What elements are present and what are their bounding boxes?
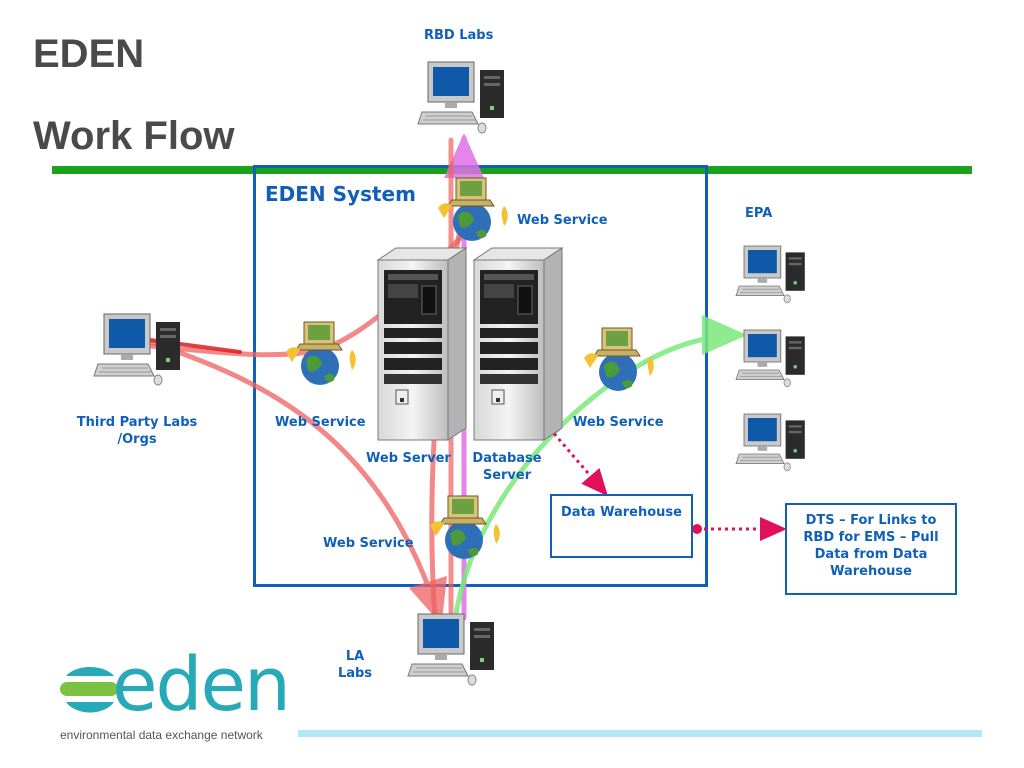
green-header-rule bbox=[52, 166, 972, 174]
web-server-label: Web Server bbox=[366, 451, 451, 466]
epa-computer-3-icon bbox=[735, 413, 806, 472]
epa-label: EPA bbox=[745, 206, 773, 221]
database-server-label: Database Server bbox=[472, 451, 542, 483]
dts-box: DTS – For Links to RBD for EMS – Pull Da… bbox=[785, 503, 957, 595]
web-service-bottom-label: Web Service bbox=[323, 536, 414, 551]
la-labs-computer-icon bbox=[407, 613, 495, 686]
third-party-label: Third Party Labs /Orgs bbox=[76, 415, 198, 447]
database-server-icon bbox=[473, 247, 563, 441]
slide-title-line2: Work Flow bbox=[33, 114, 235, 158]
web-service-top-icon bbox=[437, 177, 509, 242]
epa-computer-1-icon bbox=[735, 245, 806, 304]
rbd-labs-computer-icon bbox=[417, 61, 505, 134]
web-service-right-label: Web Service bbox=[573, 415, 664, 430]
light-blue-footer-rule bbox=[298, 730, 982, 737]
third-party-computer-icon bbox=[93, 313, 181, 386]
web-service-left-label: Web Service bbox=[275, 415, 366, 430]
epa-computer-2-icon bbox=[735, 329, 806, 388]
slide-title-line1: EDEN bbox=[33, 32, 145, 76]
web-service-bottom-icon bbox=[429, 495, 501, 560]
la-labs-label: LA Labs bbox=[337, 649, 373, 681]
web-service-right-icon bbox=[583, 327, 655, 392]
web-server-icon bbox=[377, 247, 467, 441]
eden-logo-mark-icon bbox=[60, 667, 118, 713]
web-service-top-label: Web Service bbox=[517, 213, 608, 228]
dts-description: DTS – For Links to RBD for EMS – Pull Da… bbox=[803, 513, 939, 579]
data-warehouse-box: Data Warehouse bbox=[550, 494, 693, 558]
data-warehouse-label: Data Warehouse bbox=[561, 505, 682, 520]
rbd-labs-label: RBD Labs bbox=[424, 28, 494, 43]
eden-logo-tagline: environmental data exchange network bbox=[60, 728, 263, 742]
eden-system-title: EDEN System bbox=[265, 182, 416, 206]
eden-logo-word: eden bbox=[112, 642, 291, 728]
web-service-left-icon bbox=[285, 321, 357, 386]
